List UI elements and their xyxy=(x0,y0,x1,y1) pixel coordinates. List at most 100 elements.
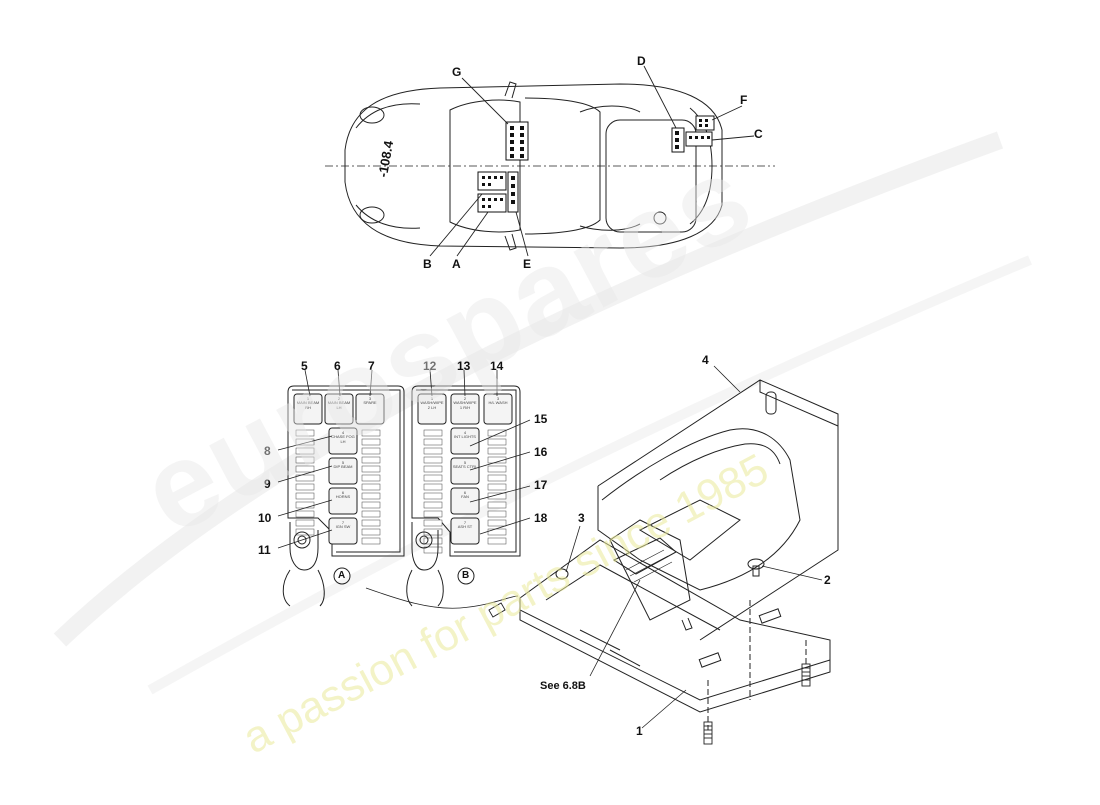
part-number-1: 1 xyxy=(636,724,643,738)
fuse-slot xyxy=(361,537,381,545)
car-top-view xyxy=(325,81,775,251)
fuse-slot xyxy=(295,456,315,464)
fuse-slot xyxy=(295,483,315,491)
fuse-slot xyxy=(361,438,381,446)
fuse-slot xyxy=(295,519,315,527)
fuse-slot xyxy=(487,510,507,518)
part-number-12: 12 xyxy=(423,359,437,373)
fuse-slot xyxy=(423,519,443,527)
part-number-7: 7 xyxy=(368,359,375,373)
fuse-locations xyxy=(477,115,715,213)
fuse-slot xyxy=(361,429,381,437)
car-location-label-e: E xyxy=(523,257,532,271)
fuse-slot xyxy=(487,492,507,500)
fuse-slot xyxy=(423,492,443,500)
fuse-slot xyxy=(423,456,443,464)
fuse-slot xyxy=(295,465,315,473)
fuse-slot xyxy=(295,510,315,518)
fuse-slot xyxy=(361,447,381,455)
fuse-slot xyxy=(361,474,381,482)
part-number-13: 13 xyxy=(457,359,471,373)
fuse-slot xyxy=(361,510,381,518)
fuse-slot xyxy=(487,528,507,536)
car-location-label-b: B xyxy=(423,257,432,271)
part-number-8: 8 xyxy=(264,444,271,458)
fuse-slot xyxy=(423,465,443,473)
fuse-slot xyxy=(361,456,381,464)
fuse-slot xyxy=(361,528,381,536)
fuse-slot xyxy=(423,510,443,518)
part-number-15: 15 xyxy=(534,412,548,426)
fuse-slot xyxy=(295,447,315,455)
fuse-slot xyxy=(423,474,443,482)
part-number-16: 16 xyxy=(534,445,548,459)
panel-callout-b: B xyxy=(462,570,470,581)
fuse-slot xyxy=(295,501,315,509)
fuse-slot xyxy=(295,438,315,446)
fuse-slot xyxy=(423,537,443,545)
fuse-slot xyxy=(487,501,507,509)
fuse-slot xyxy=(487,438,507,446)
part-number-9: 9 xyxy=(264,477,271,491)
panel-leaders xyxy=(277,369,531,609)
fuse-slot xyxy=(423,483,443,491)
fuse-slot xyxy=(423,501,443,509)
fuse-slot xyxy=(487,483,507,491)
car-location-label-d: D xyxy=(637,54,646,68)
part-number-18: 18 xyxy=(534,511,548,525)
fuse-slot xyxy=(295,474,315,482)
part-number-5: 5 xyxy=(301,359,308,373)
fuse-slot xyxy=(423,546,443,554)
fuse-slot xyxy=(295,492,315,500)
part-number-3: 3 xyxy=(578,511,585,525)
part-number-14: 14 xyxy=(490,359,504,373)
fuse-slot xyxy=(361,519,381,527)
fuse-slot xyxy=(423,447,443,455)
panel-callout-a: A xyxy=(338,570,346,581)
fuse-tray-assembly xyxy=(488,379,839,745)
fuse-slot xyxy=(295,429,315,437)
part-number-17: 17 xyxy=(534,478,548,492)
fuse-slot xyxy=(361,492,381,500)
car-location-label-a: A xyxy=(452,257,461,271)
fuse-slot xyxy=(423,438,443,446)
fuse-slot xyxy=(361,501,381,509)
car-location-label-f: F xyxy=(740,93,748,107)
fuse-panel-a xyxy=(282,385,405,607)
fuse-slot xyxy=(361,465,381,473)
part-number-4: 4 xyxy=(702,353,709,367)
fuse-slot xyxy=(487,429,507,437)
fuse-slot xyxy=(487,456,507,464)
car-leaders xyxy=(429,65,755,257)
watermark-swoosh xyxy=(53,131,1032,695)
fuse-slot xyxy=(295,528,315,536)
part-number-6: 6 xyxy=(334,359,341,373)
fuse-slot xyxy=(487,537,507,545)
panel-callout-circles xyxy=(333,567,475,585)
fuse-slot xyxy=(487,519,507,527)
part-number-11: 11 xyxy=(258,543,271,557)
part-number-2: 2 xyxy=(824,573,831,587)
car-location-label-g: G xyxy=(452,65,462,79)
fuse-slot xyxy=(423,429,443,437)
fuse-panel-b xyxy=(406,385,521,607)
fuse-slot xyxy=(487,465,507,473)
fuse-slot xyxy=(487,474,507,482)
fuse-slot xyxy=(487,447,507,455)
car-location-label-c: C xyxy=(754,127,763,141)
